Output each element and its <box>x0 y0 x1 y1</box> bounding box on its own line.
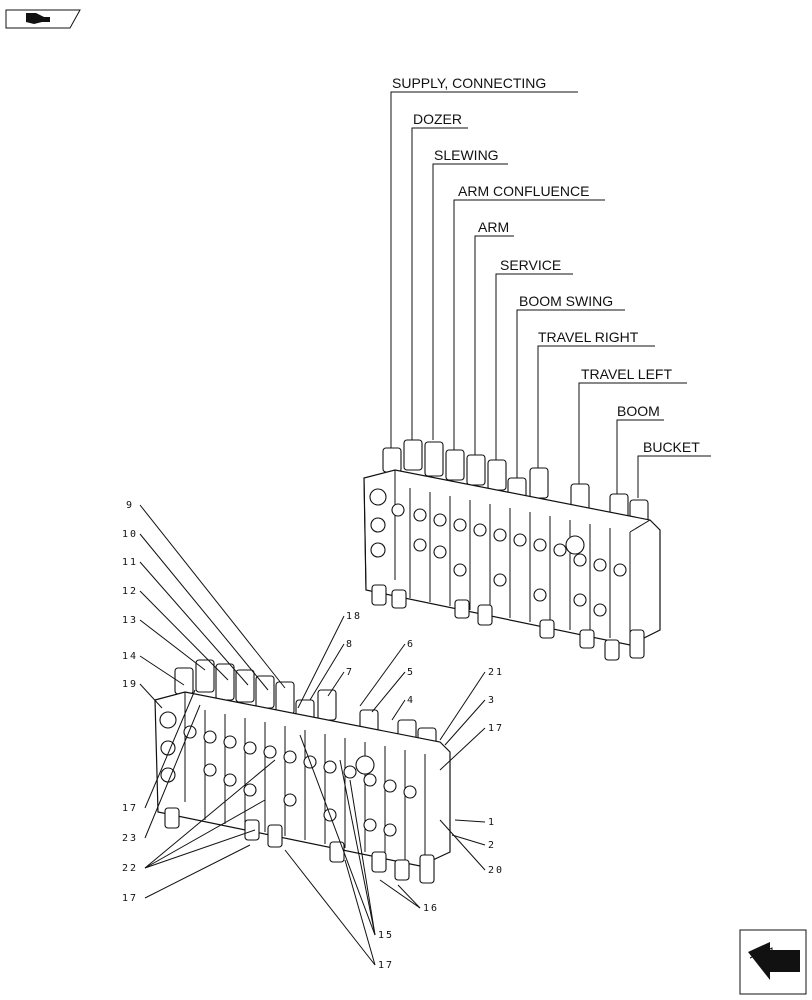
callout-17-right: 17 <box>488 723 504 734</box>
callout-17-bottom: 17 <box>378 960 394 971</box>
label-service: SERVICE <box>500 257 561 273</box>
section-labels: SUPPLY, CONNECTING DOZER SLEWING ARM CON… <box>392 75 700 455</box>
label-arm-confluence: ARM CONFLUENCE <box>458 183 589 199</box>
callout-15: 15 <box>378 930 394 941</box>
callout-4: 4 <box>407 695 415 706</box>
callout-19: 19 <box>122 679 138 690</box>
label-travel-left: TRAVEL LEFT <box>581 366 672 382</box>
label-supply-connecting: SUPPLY, CONNECTING <box>392 75 546 91</box>
callout-12: 12 <box>122 586 138 597</box>
callout-10: 10 <box>122 529 138 540</box>
callout-7: 7 <box>346 667 354 678</box>
callout-22: 22 <box>122 863 138 874</box>
hand-book-icon[interactable] <box>5 9 81 29</box>
label-arm: ARM <box>478 219 509 235</box>
callout-23: 23 <box>122 833 138 844</box>
label-slewing: SLEWING <box>434 147 499 163</box>
callout-20: 20 <box>488 865 504 876</box>
navigate-arrow-icon[interactable] <box>739 929 807 995</box>
callout-21: 21 <box>488 667 504 678</box>
label-boom: BOOM <box>617 403 660 419</box>
callout-17-left-upper: 17 <box>122 803 138 814</box>
callout-5: 5 <box>407 667 415 678</box>
callout-13: 13 <box>122 615 138 626</box>
callout-9: 9 <box>126 500 134 511</box>
callout-1: 1 <box>488 817 496 828</box>
callout-11: 11 <box>122 557 138 568</box>
upper-control-valve <box>363 439 661 661</box>
callout-2: 2 <box>488 840 496 851</box>
upper-valve-leaders <box>390 91 711 498</box>
callout-3: 3 <box>488 695 496 706</box>
label-bucket: BUCKET <box>643 439 700 455</box>
lower-control-valve <box>154 659 451 884</box>
callout-14: 14 <box>122 651 138 662</box>
label-boom-swing: BOOM SWING <box>519 293 613 309</box>
callout-17-left-lower: 17 <box>122 893 138 904</box>
label-dozer: DOZER <box>413 111 462 127</box>
label-travel-right: TRAVEL RIGHT <box>538 329 639 345</box>
callout-18: 18 <box>346 611 362 622</box>
callout-numbers: 9 10 11 12 13 14 19 17 23 22 17 18 8 7 6… <box>122 500 504 971</box>
callout-6: 6 <box>407 639 415 650</box>
callout-8: 8 <box>346 639 354 650</box>
callout-leaders <box>139 504 486 966</box>
callout-16: 16 <box>423 903 439 914</box>
